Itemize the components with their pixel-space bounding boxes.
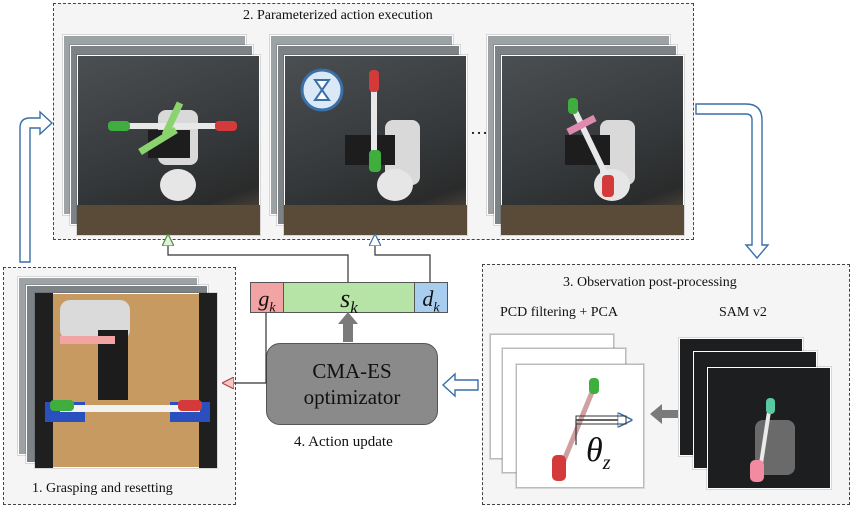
exec-scene-3 [501, 98, 684, 235]
green-arrow [138, 127, 178, 155]
g-symbol: g [258, 286, 270, 311]
exec-scene-2 [284, 70, 467, 235]
s-symbol: s [340, 284, 351, 313]
pcd-scene [552, 378, 626, 481]
grasping-caption: 1. Grasping and resetting [32, 481, 173, 496]
s-k-badge: sk [283, 282, 415, 317]
d-symbol: d [422, 286, 434, 311]
exec-ellipsis: … [470, 118, 488, 138]
postprocess-to-optimizer-arrow [441, 372, 479, 398]
hourglass-reset-icon [300, 68, 344, 112]
grasp-to-exec-arrow [19, 110, 54, 263]
d-to-exec-connector [375, 240, 431, 282]
theta-z-label: θz [586, 432, 611, 475]
d-k-badge: dk [414, 282, 448, 316]
exec-to-postprocess-arrow [695, 103, 770, 260]
optimizer-line1: CMA-ES [312, 359, 392, 383]
exec-scene-1 [77, 101, 260, 235]
sam-to-pcd-arrow [650, 404, 678, 424]
pcd-label: PCD filtering + PCA [500, 305, 618, 320]
sam-scene [750, 398, 795, 482]
optimizer-line2: optimizator [303, 385, 401, 409]
s-to-exec-connector [168, 240, 349, 282]
postprocess-caption: 3. Observation post-processing [563, 275, 737, 290]
d-subscript: k [433, 300, 440, 316]
cma-es-optimizer-box: CMA-ES optimizator [266, 343, 438, 425]
g-to-grasp-connector [228, 313, 267, 383]
theta-subscript: z [602, 451, 611, 474]
execution-caption: 2. Parameterized action execution [243, 8, 433, 23]
s-subscript: k [350, 298, 358, 318]
grasp-scene [35, 293, 217, 468]
g-subscript: k [269, 300, 276, 316]
sam-label: SAM v2 [719, 305, 767, 320]
optimizer-to-s-arrow [338, 312, 358, 342]
theta-symbol: θ [586, 432, 603, 469]
update-caption: 4. Action update [294, 434, 393, 450]
